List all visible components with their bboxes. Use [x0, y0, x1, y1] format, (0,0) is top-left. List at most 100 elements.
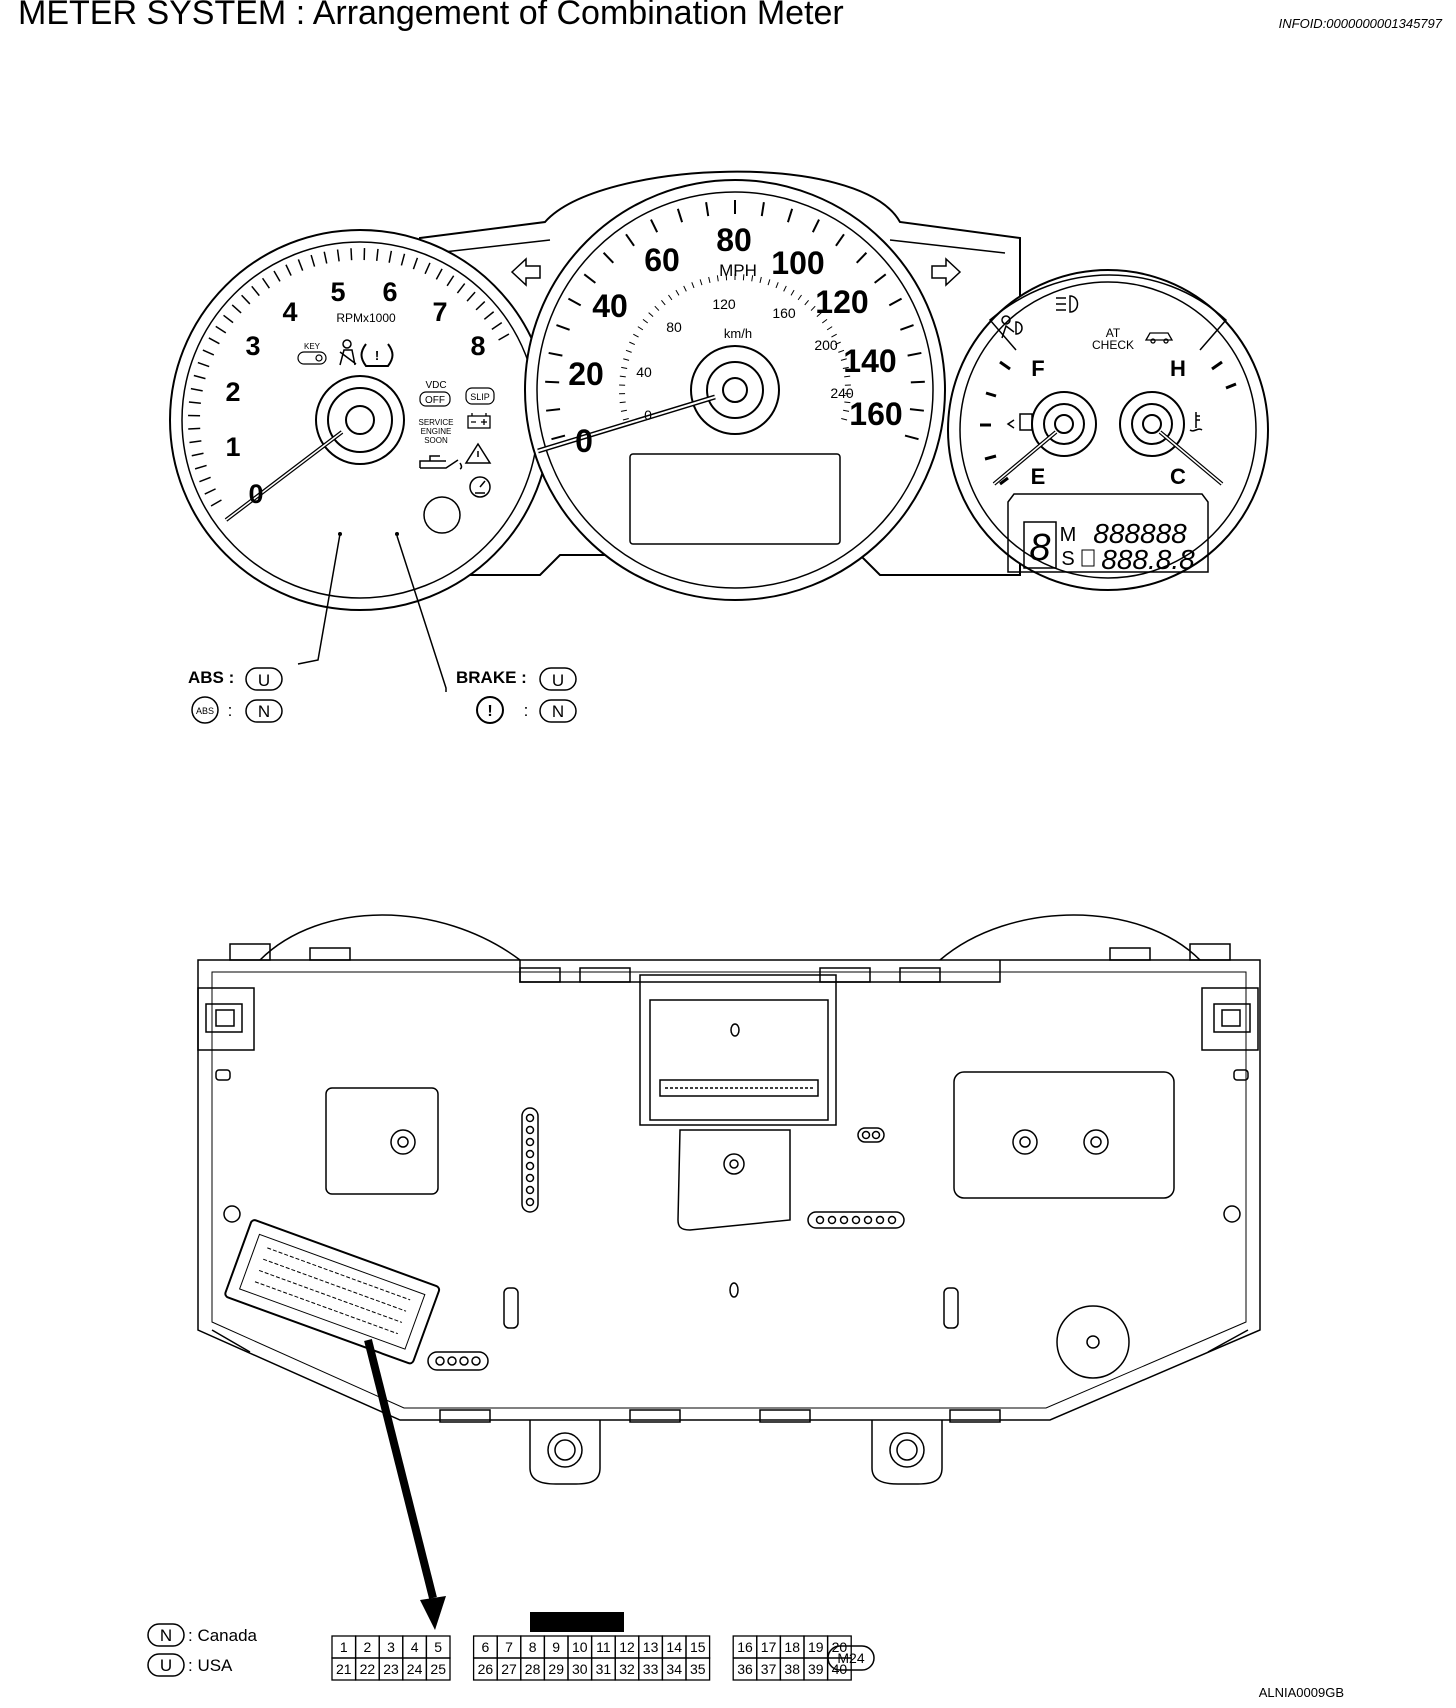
- kmh-unit-label: km/h: [724, 326, 752, 341]
- speedo-tick: [551, 434, 566, 441]
- speedo-tick: [545, 380, 560, 384]
- connector-pin-number: 34: [666, 1661, 682, 1677]
- connector-pin-number: 23: [383, 1661, 399, 1677]
- svg-text:: Canada: : Canada: [188, 1626, 258, 1645]
- tach-tick: [310, 254, 316, 267]
- kmh-tick: [619, 375, 626, 378]
- connector-pin-number: 9: [552, 1639, 560, 1655]
- svg-text::: :: [524, 701, 529, 720]
- kmh-tick: [810, 305, 816, 311]
- tach-scale-7: 7: [432, 297, 447, 327]
- kmh-tick: [708, 276, 711, 283]
- brake-leader-line: [396, 535, 447, 692]
- kmh-tick: [804, 300, 809, 306]
- speedo-tick: [705, 202, 710, 217]
- svg-text:KEY: KEY: [304, 342, 321, 351]
- meter-rear-view: [197, 914, 1261, 1485]
- trip-digits: 888.8.8: [1101, 544, 1195, 575]
- kmh-tick: [620, 409, 627, 412]
- connector-pin-number: 19: [808, 1639, 824, 1655]
- connector-pin-number: 14: [666, 1639, 682, 1655]
- brake-warning-lamp: [395, 532, 399, 536]
- rear-housing-outline: [197, 959, 1261, 1421]
- right-turn-arrow-icon: [931, 257, 962, 287]
- tach-tick: [466, 291, 476, 302]
- kmh-tick: [654, 305, 660, 311]
- connector-pin-number: 6: [482, 1639, 490, 1655]
- tach-tick: [199, 476, 211, 483]
- mph-scale-20: 20: [568, 356, 604, 392]
- speedo-tick-marks: [545, 200, 925, 441]
- connector-pin-number: 15: [690, 1639, 706, 1655]
- odo-mode-label: M: [1060, 524, 1077, 546]
- speedo-tick: [625, 233, 635, 247]
- connector-gap-cell: [710, 1636, 734, 1658]
- speedo-tick: [676, 208, 684, 223]
- connector-id-badge: M24: [827, 1645, 875, 1671]
- connector-gap-cell: [710, 1658, 734, 1680]
- svg-text:N: N: [552, 702, 564, 721]
- connector-pin-number: 37: [761, 1661, 777, 1677]
- connector-gap-cell: [450, 1636, 474, 1658]
- svg-text:CHECK: CHECK: [1092, 338, 1134, 352]
- svg-text:U: U: [258, 671, 270, 690]
- svg-text:SOON: SOON: [424, 436, 448, 445]
- temp-gauge-ticks: [1211, 360, 1237, 390]
- rear-connector-m24: [224, 1219, 441, 1365]
- svg-text:BRAKE :: BRAKE :: [456, 668, 527, 687]
- speedo-tick: [602, 252, 615, 264]
- kmh-tick: [751, 275, 754, 282]
- tach-tick: [251, 285, 260, 297]
- seatbelt-warning-icon: [339, 339, 357, 366]
- connector-pin-number: 22: [360, 1661, 376, 1677]
- kmh-tick: [716, 275, 719, 282]
- tach-tick: [241, 294, 251, 305]
- coolant-temp-icon: [1189, 412, 1203, 432]
- temp-cold-label: C: [1170, 464, 1186, 489]
- headlight-indicator-icon: [1056, 295, 1079, 313]
- connector-legend: N : Canada U : USA: [147, 1623, 258, 1677]
- speedo-tick: [835, 233, 845, 247]
- tach-scale-2: 2: [225, 377, 240, 407]
- connector-pin-number: 11: [596, 1639, 611, 1655]
- mph-scale-40: 40: [592, 288, 628, 324]
- tachometer: 0 1 2 3 4 5 6 7 8 RPMx1000 KEY: [169, 229, 551, 611]
- connector-pin-number: 26: [478, 1661, 494, 1677]
- tach-tick: [188, 401, 201, 405]
- temp-hot-label: H: [1170, 356, 1186, 381]
- connector-pin-number: 16: [737, 1639, 753, 1655]
- kmh-tick: [821, 318, 828, 324]
- speedo-tick: [874, 273, 887, 284]
- kmh-tick: [843, 409, 850, 412]
- tach-tick: [210, 499, 222, 507]
- tach-tick: [231, 304, 242, 314]
- mph-scale-120: 120: [815, 284, 868, 320]
- mph-scale-160: 160: [849, 396, 902, 432]
- svg-text:N: N: [258, 702, 270, 721]
- connector-pin-number: 7: [505, 1639, 513, 1655]
- kmh-tick-marks: [619, 274, 851, 421]
- kmh-tick: [790, 289, 795, 296]
- mph-unit-label: MPH: [719, 261, 757, 280]
- speedo-tick: [583, 273, 596, 284]
- connector-pin-number: 2: [364, 1639, 372, 1655]
- gear-position-digit: 8: [1029, 527, 1050, 569]
- connector-pin-number: 36: [737, 1661, 753, 1677]
- kmh-tick: [759, 276, 762, 283]
- kmh-tick: [842, 366, 849, 370]
- tach-scale-6: 6: [382, 277, 397, 307]
- speedo-tick: [907, 351, 922, 357]
- master-warning-icon: [464, 442, 492, 464]
- tach-tick: [350, 248, 353, 261]
- kmh-tick: [642, 318, 649, 324]
- kmh-tick: [826, 326, 833, 331]
- kmh-scale-80: 80: [666, 319, 682, 335]
- connector-pin-number: 4: [411, 1639, 419, 1655]
- connector-pin-number: 8: [529, 1639, 537, 1655]
- tach-tick: [336, 249, 340, 262]
- rear-buzzer: [1056, 1305, 1130, 1379]
- brake-symbol-icon: [476, 696, 504, 724]
- connector-pin-number: 33: [643, 1661, 659, 1677]
- fuel-gauge-ticks: [980, 360, 1011, 486]
